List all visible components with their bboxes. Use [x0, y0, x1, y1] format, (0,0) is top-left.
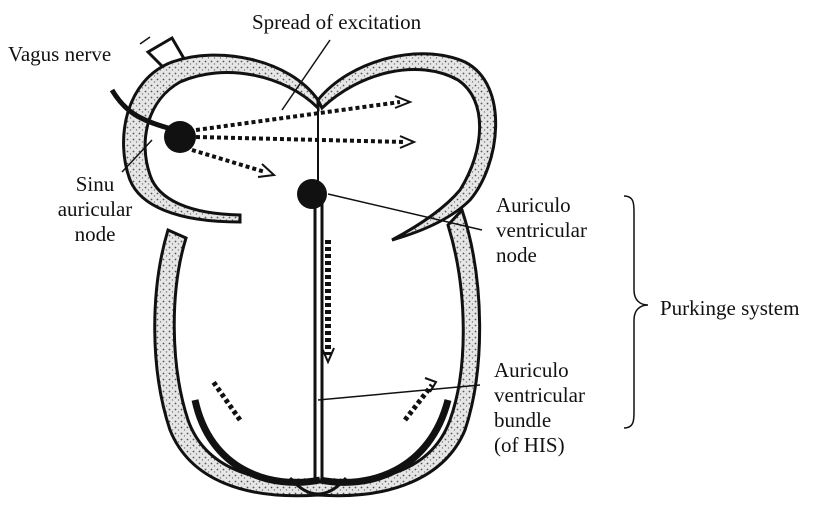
- bundle-label-line-4: (of HIS): [494, 433, 585, 458]
- auriculo-ventricular-node-dot: [297, 179, 327, 209]
- bundle-label-line-2: ventricular: [494, 383, 585, 408]
- av-node-label-line-3: node: [496, 243, 587, 268]
- sinu-auricular-node-label: Sinu auricular node: [40, 172, 150, 247]
- sinu-auricular-node-dot: [164, 121, 196, 153]
- auriculo-ventricular-node-label: Auriculo ventricular node: [496, 193, 587, 268]
- sinu-label-line-1: Sinu: [40, 172, 150, 197]
- purkinje-system-label: Purkinge system: [660, 296, 799, 321]
- bundle-label-line-3: bundle: [494, 408, 585, 433]
- vagus-nerve-label: Vagus nerve: [8, 42, 111, 67]
- sinu-label-line-2: auricular: [40, 197, 150, 222]
- purkinje-brace: [624, 196, 648, 428]
- av-node-label-line-2: ventricular: [496, 218, 587, 243]
- sinu-label-line-3: node: [40, 222, 150, 247]
- his-bundle: [315, 200, 322, 480]
- ventricle-outer-wall: [155, 210, 480, 496]
- av-node-label-line-1: Auriculo: [496, 193, 587, 218]
- spread-of-excitation-label: Spread of excitation: [252, 10, 421, 35]
- bundle-label-line-1: Auriculo: [494, 358, 585, 383]
- auriculo-ventricular-bundle-label: Auriculo ventricular bundle (of HIS): [494, 358, 585, 458]
